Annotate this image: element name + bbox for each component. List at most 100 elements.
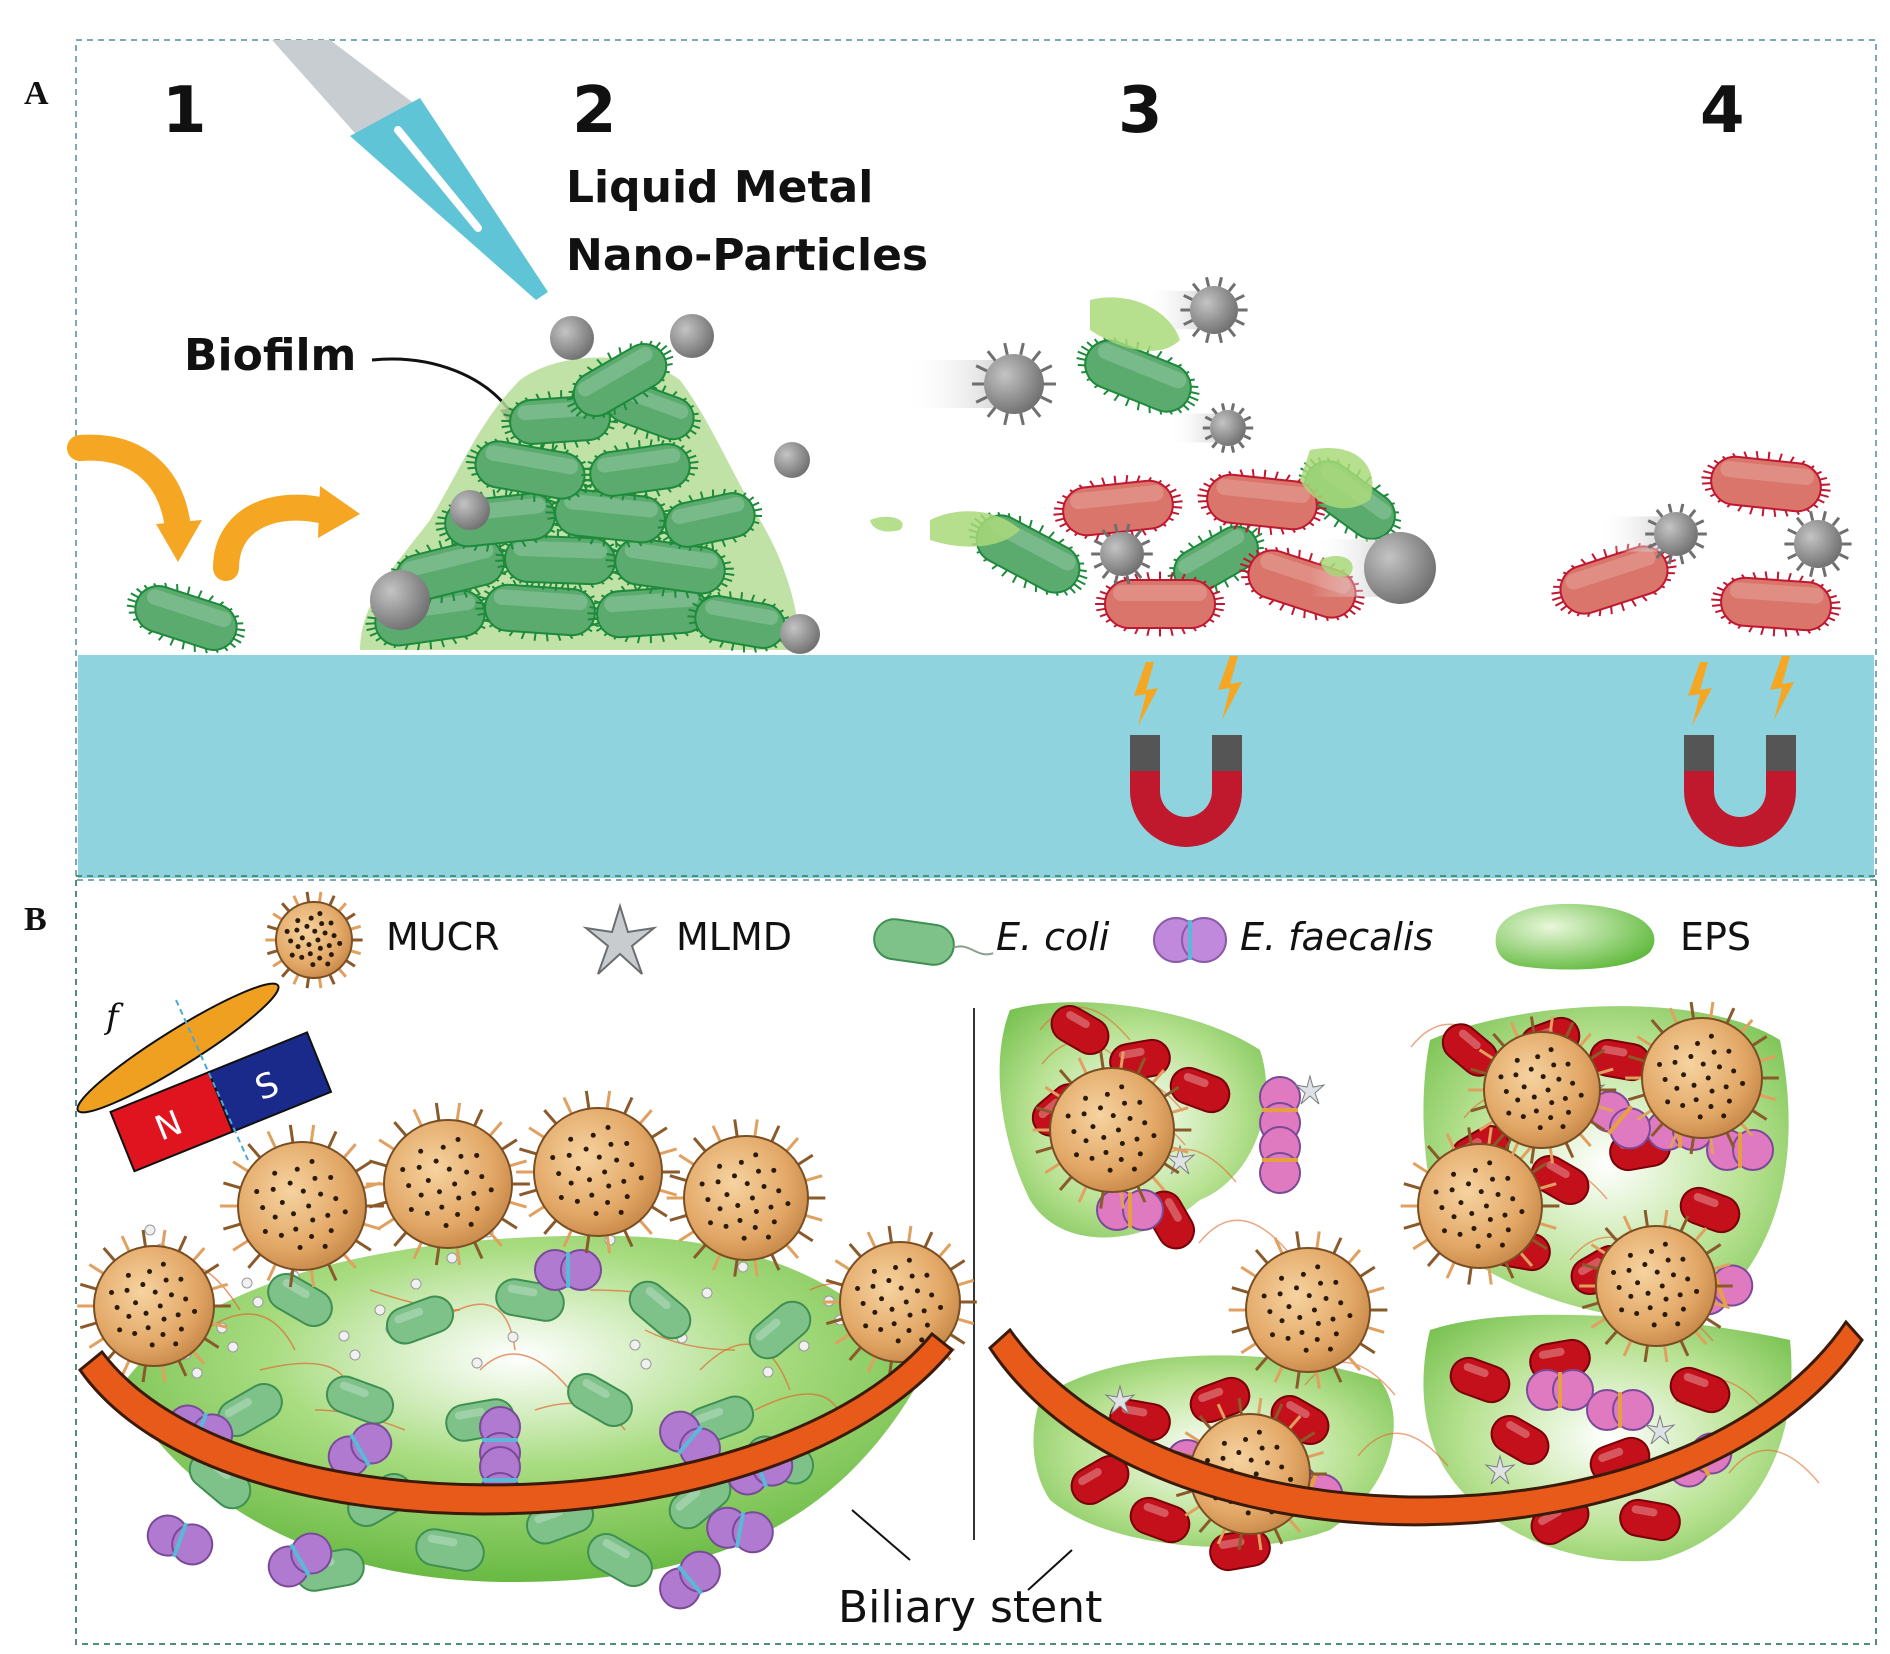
free-bacterium (126, 582, 246, 654)
biofilm-bacterium (566, 340, 674, 420)
panel-b-letter: B (24, 901, 47, 938)
killed-bacterium (1711, 571, 1841, 637)
legend-mlmd-label: MLMD (676, 915, 792, 959)
eps-fibre (1728, 1449, 1820, 1484)
panel-b: B MUCR MLMD E. coli E. faecalis EPS (24, 875, 1877, 1645)
efaecalis-cell (1096, 1189, 1164, 1231)
legend-efaecalis-icon (1153, 917, 1227, 963)
eps-fibre (1198, 1219, 1290, 1254)
efaecalis-cell (1259, 1126, 1301, 1194)
panel-a: A 1 2 3 4 Liquid Metal Nano-Particles Bi… (24, 39, 1877, 881)
eps-fibre (479, 1353, 571, 1391)
mlmd-bead (640, 1358, 652, 1370)
lightning-bolt-icons (1134, 656, 1794, 726)
biofilm-bacterium (687, 591, 793, 653)
killed-bacterium (1095, 571, 1225, 637)
dead-ecoli-cell (1449, 1356, 1511, 1404)
biofilm-bacterium (605, 533, 735, 599)
mucr-robot (1467, 1016, 1617, 1164)
dead-ecoli-cell (1679, 1186, 1741, 1234)
eps-fibre (1357, 1432, 1449, 1467)
liquid-metal-nanoparticle (1091, 523, 1153, 585)
efaecalis-cell (267, 1532, 333, 1588)
liquid-metal-nanoparticle (370, 570, 430, 630)
dead-ecoli-cell (1490, 1415, 1550, 1465)
liquid-metal-nanoparticle (1596, 503, 1707, 565)
legend-eps-label: EPS (1680, 915, 1751, 959)
bar-magnet: N S (109, 1031, 333, 1173)
mlmd-bead (629, 1339, 641, 1351)
legend-ecoli-icon (873, 918, 994, 966)
rotation-ring (76, 982, 280, 1114)
efaecalis-cell (1706, 1129, 1774, 1171)
legend-eps-icon (1495, 903, 1655, 970)
liquid-metal-nanoparticle (1784, 510, 1852, 578)
eps-fibre (204, 1313, 296, 1351)
mucr-robot (366, 1102, 530, 1266)
dead-ecoli-cell (1169, 1066, 1231, 1114)
biofilm-label: Biofilm (184, 330, 356, 381)
dead-ecoli-cell (1189, 1376, 1251, 1424)
biofilm-bacterium (581, 439, 699, 501)
pipette-icon (272, 40, 548, 300)
liquid-metal-nanoparticle (904, 342, 1056, 426)
attach-arrow-1 (67, 434, 191, 541)
mlmd-star (1484, 1454, 1516, 1485)
liquid-metal-label: Liquid Metal (566, 162, 873, 213)
legend-mucr-icon (265, 891, 363, 989)
detached-bacterium (1076, 337, 1200, 415)
stent-leader-left (851, 1509, 911, 1561)
ecoli-cell (495, 1278, 565, 1322)
liquid-metal-nanoparticle (670, 314, 714, 358)
mlmd-star (1294, 1074, 1326, 1105)
efaecalis-cell (706, 1506, 774, 1554)
magnet-icon-step3 (1130, 735, 1242, 847)
panel-a-nanoparticle-layer (370, 276, 1852, 654)
mlmd-bead (737, 1261, 749, 1273)
magnet-icon-step4 (1684, 735, 1796, 847)
dead-ecoli-cell (1070, 1455, 1130, 1505)
mucr-robot (1400, 1127, 1560, 1285)
ecoli-cell (628, 1280, 692, 1340)
biliary-stent-left (77, 1331, 955, 1516)
liquid-metal-nanoparticle (450, 490, 490, 530)
mlmd-bead (374, 1304, 386, 1316)
liquid-metal-nanoparticle (774, 442, 810, 478)
stent-leader-right (1027, 1549, 1073, 1591)
ecoli-cell (415, 1528, 485, 1572)
nano-particles-label: Nano-Particles (566, 230, 928, 281)
panel-a-letter: A (24, 75, 49, 112)
dead-ecoli-cell (1129, 1496, 1191, 1544)
mlmd-star (1644, 1414, 1676, 1445)
biliary-stent-right (988, 1319, 1864, 1527)
attach-arrow-1-head (156, 520, 202, 562)
substrate-surface (78, 655, 1874, 878)
efaecalis-cell (659, 1550, 721, 1610)
ecoli-cell (748, 1300, 812, 1360)
liquid-metal-nanoparticle (550, 316, 594, 360)
mucr-robot (1228, 1231, 1388, 1389)
mlmd-star (1164, 1144, 1196, 1175)
step-3-number: 3 (1118, 74, 1163, 148)
killed-bacterium (1701, 450, 1831, 518)
step-4-number: 4 (1700, 74, 1745, 148)
attach-arrow-2 (213, 494, 333, 581)
ecoli-cell (587, 1533, 653, 1587)
attach-arrow-2-head (318, 486, 360, 538)
mlmd-bead (144, 1224, 156, 1236)
ecoli-cell (567, 1373, 633, 1427)
mlmd-bead (227, 1341, 239, 1353)
liquid-metal-nanoparticle (1310, 532, 1436, 604)
efaecalis-cell (146, 1514, 214, 1566)
step-2-number: 2 (572, 74, 617, 148)
dead-ecoli-cell (1669, 1366, 1731, 1414)
mucr-robot (77, 1229, 231, 1383)
ecoli-cell (385, 1295, 455, 1345)
mlmd-bead (701, 1287, 713, 1299)
efaecalis-cell (534, 1249, 602, 1291)
dead-ecoli-cell (1050, 1005, 1110, 1055)
mlmd-star (1104, 1384, 1136, 1415)
efaecalis-cell (327, 1422, 393, 1478)
eps-fibre (1039, 1006, 1131, 1041)
